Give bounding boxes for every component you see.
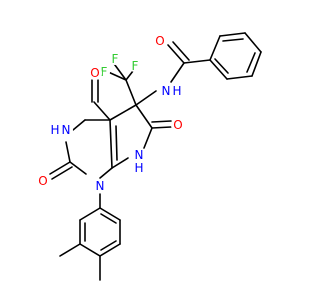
bond (72, 119, 86, 131)
bond (183, 59, 211, 64)
fluorine-top-right-label: F (132, 59, 139, 73)
molecule-canvas: O N H F F F O H N O N O N H (36, 32, 262, 281)
bond (135, 90, 157, 106)
bond (99, 207, 121, 221)
bond (125, 70, 134, 81)
n7-hydrogen-label: H (134, 161, 143, 175)
bond (93, 101, 111, 121)
bond (172, 41, 190, 61)
c6-oxygen-label: O (173, 118, 182, 132)
bond (115, 125, 118, 161)
bond (79, 243, 101, 257)
bond (125, 79, 137, 106)
bond (209, 59, 228, 80)
fluorine-top-left-label: F (112, 52, 119, 66)
amide-oxygen-label: O (155, 34, 164, 48)
bond (65, 141, 71, 163)
atoms: O N H F F F O H N O N O N H (36, 34, 185, 193)
bond (99, 243, 121, 257)
bond (109, 119, 113, 169)
bond (251, 51, 262, 77)
n7-nitrogen-label: N (135, 148, 144, 162)
bond (151, 120, 172, 123)
bond (59, 243, 81, 257)
bond (100, 213, 117, 224)
bond (244, 32, 262, 53)
n1-nitrogen-label: N (96, 179, 105, 193)
bond (135, 104, 153, 129)
fluorine-left-label: F (101, 65, 108, 79)
bond (49, 161, 71, 175)
c2-oxygen-label: O (38, 174, 47, 188)
bond (100, 240, 117, 251)
amide-nitrogen-label: N (162, 84, 171, 98)
amide-hydrogen-label: H (172, 84, 181, 98)
bond (167, 44, 185, 64)
bond (214, 58, 229, 74)
bond (51, 166, 73, 180)
bond (219, 32, 246, 37)
bonds (49, 32, 262, 281)
n3-hydrogen-label: H (50, 123, 59, 137)
bond (209, 35, 221, 61)
bond (111, 157, 129, 169)
bond (246, 52, 256, 73)
n3-nitrogen-label: N (62, 123, 71, 137)
bond (79, 207, 101, 221)
c4-oxygen-label: O (90, 66, 99, 80)
bond (170, 62, 185, 83)
bond (222, 38, 244, 42)
bond (143, 127, 153, 149)
bond (99, 167, 113, 179)
bond (151, 126, 172, 129)
bond (69, 161, 87, 175)
molecule-structure-diagram: O N H F F F O H N O N O N H (36, 32, 262, 281)
bond (109, 104, 137, 121)
bond (226, 75, 253, 80)
